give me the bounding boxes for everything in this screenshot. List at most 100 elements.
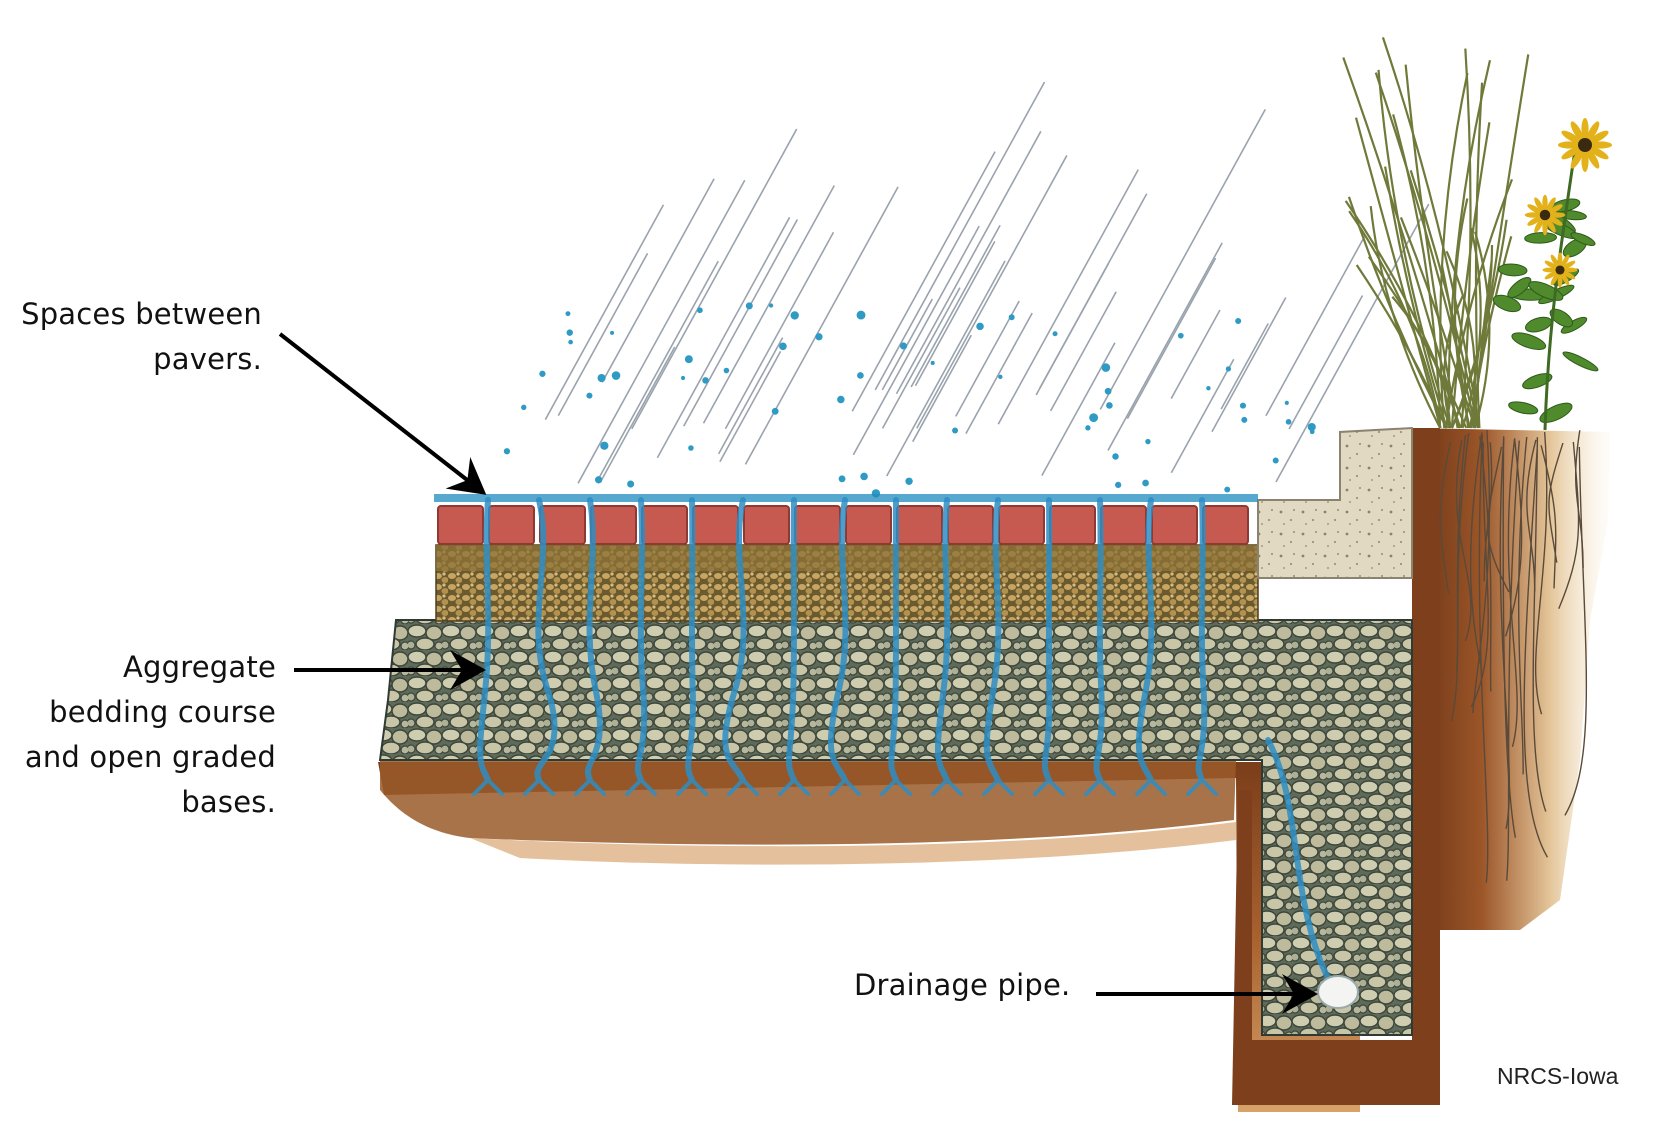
rain-drop [1089,413,1098,422]
rain-drop [1286,419,1292,425]
rain-drop [815,333,822,340]
rain-streak [853,226,979,455]
label-line: bedding course [14,690,276,735]
drainage-pipe [1318,976,1358,1008]
rain-drop [504,448,510,454]
leaf [1561,349,1599,374]
paver [591,506,636,544]
rain-drop [1115,482,1121,488]
rain-streak [704,186,835,424]
paver [795,506,840,544]
rain-drop [600,442,608,450]
flower [1542,252,1577,287]
rain-drop [1102,363,1111,372]
rain-drop [685,355,693,363]
rain-drop [1241,417,1247,423]
rain-streak [883,288,960,429]
image-credit: NRCS-Iowa [1497,1063,1618,1090]
paver [1152,506,1197,544]
rain-drop [1240,403,1246,409]
label-line: bases. [14,780,276,825]
rain-drop [1226,366,1231,371]
rain-drop [688,445,694,451]
rain-drop [586,393,592,399]
rain-drop [860,473,868,481]
rain-drop [857,311,866,320]
label-line: pavers. [16,337,262,382]
rain-streak [745,187,898,464]
water-stream [1096,500,1101,780]
rain-drop [1106,402,1113,409]
rain-drop [1009,314,1015,320]
rain-drop [697,307,703,313]
grass-blade [1356,118,1441,428]
rain-streak [720,351,781,461]
rain-streak [1108,243,1222,451]
rain-drop [567,329,573,335]
rain-streak [632,129,797,429]
rain-drop [1235,318,1241,324]
rain-drop [539,371,545,377]
rain-drop [1273,457,1279,463]
rain-drop [998,375,1002,379]
rain-streak [966,313,1032,434]
leaf [1510,329,1548,352]
paver [846,506,891,544]
label-line: Aggregate [14,645,276,690]
rain-drop [791,311,799,319]
paver [642,506,687,544]
rain-streak [1042,343,1115,476]
rain-drop [1105,388,1112,395]
rain-drop [1178,333,1184,339]
leaf [1524,232,1556,244]
label-drainage-pipe: Drainage pipe. [854,963,1070,1008]
paver [744,506,789,544]
rain-streak [897,131,1041,393]
flowering-plant [1491,118,1612,430]
rain-streak [684,220,798,427]
rain-streak [1212,297,1286,431]
rain-streak [1100,109,1265,409]
paver [1101,506,1146,544]
rain-drop [746,302,753,309]
flower [1558,118,1612,172]
paver [1203,506,1248,544]
rain-streak [998,170,1138,425]
rain-streak [1127,258,1215,419]
rain-drop [1053,331,1058,336]
rain-streak [887,261,1005,476]
rain-drop [1085,425,1090,430]
ornamental-grass [1343,37,1528,428]
rain-drop [1112,453,1119,460]
rain-drop [568,340,573,345]
paver [540,506,585,544]
paver [489,506,534,544]
paver [999,506,1044,544]
rain-drop [900,342,907,349]
rain-drop [627,481,634,488]
rain-streak [578,180,745,483]
concrete-curb [1258,428,1412,578]
rain-streak [1289,296,1362,429]
rain-drop [839,475,846,482]
rain-streak [1266,235,1365,416]
rain-streak [719,338,783,454]
rain-drop [772,408,779,415]
rain-drop [779,343,787,351]
rain-drop [931,361,935,365]
label-spaces-between-pavers: Spaces between pavers. [16,292,262,382]
rain-drop [952,427,958,433]
leaf [1524,315,1554,335]
leaf [1537,399,1574,426]
paver [438,506,483,544]
rain-drop [857,372,864,379]
label-line: Spaces between [16,292,262,337]
label-aggregate-bedding: Aggregate bedding course and open graded… [14,645,276,825]
rain-drop [612,371,621,380]
flower-center [1540,210,1551,221]
label-line: and open graded [14,735,276,780]
paver [1050,506,1095,544]
rain-drop [595,476,602,483]
leaf [1498,263,1527,276]
